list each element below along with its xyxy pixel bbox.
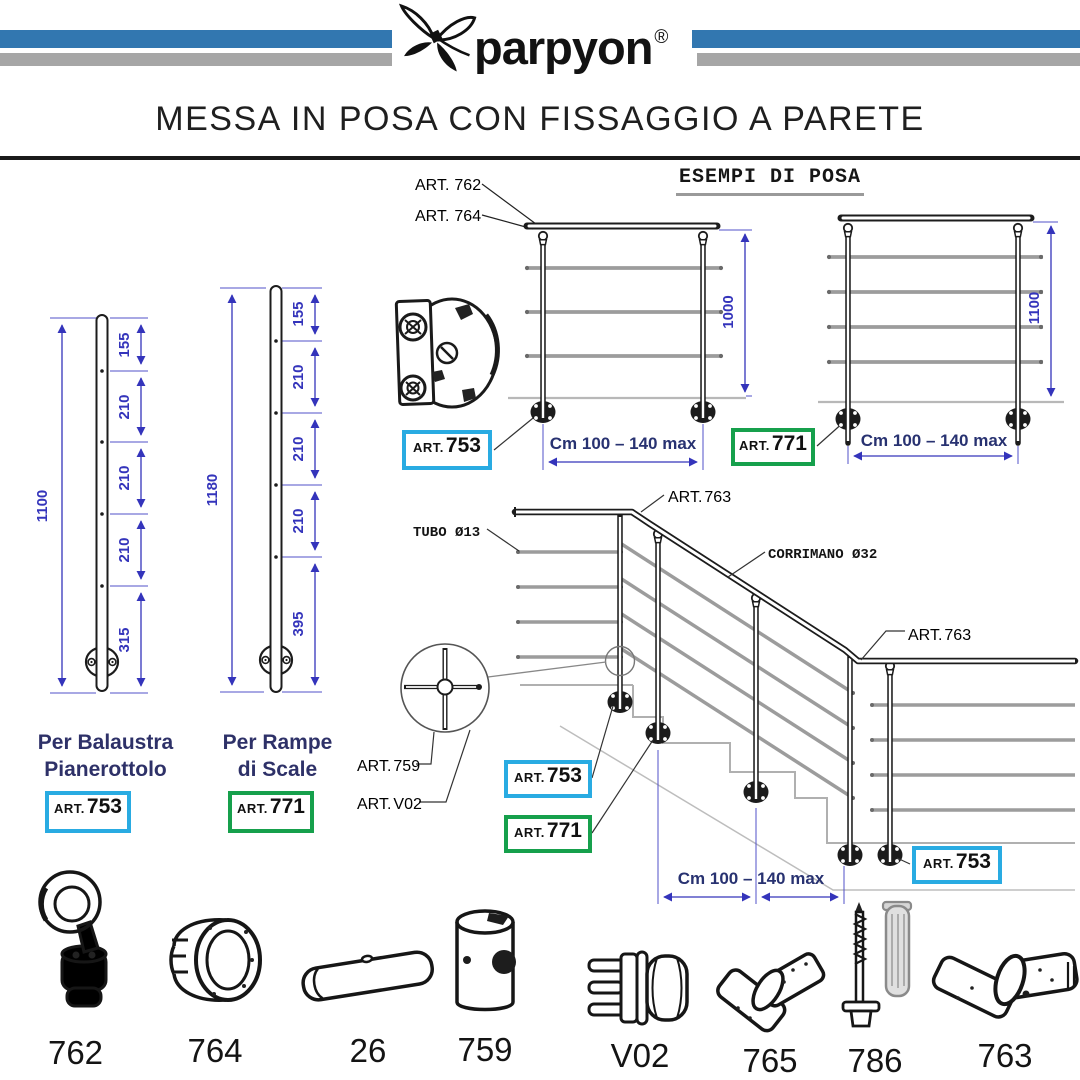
- technical-drawing: 1100 155 210 210 210 315: [34, 177, 1079, 904]
- span-label-stairs: Cm 100 – 140 max: [677, 869, 825, 888]
- balaustra-example-drawing: 1000: [493, 222, 752, 470]
- drilled-bushing-icon: [454, 909, 516, 1012]
- header-stripe-gray-right: [697, 53, 1080, 66]
- stair-steps-outline: [632, 685, 1075, 844]
- callout-art762-label: ART.762: [415, 177, 481, 194]
- artbox-771-post: ART.771: [228, 791, 314, 833]
- product-763: 763: [930, 928, 1080, 1075]
- product-764: 764: [150, 902, 280, 1070]
- butterfly-logo-icon: [398, 3, 477, 72]
- zoom-source-circle: [604, 645, 636, 677]
- wall-bracket-sketch: [394, 297, 500, 409]
- header-stripe-blue-left: [0, 30, 392, 48]
- callout-762-764: ART.762 ART.764: [415, 177, 537, 230]
- svg-text:210: 210: [290, 508, 307, 533]
- product-v02: V02: [585, 948, 695, 1075]
- svg-text:210: 210: [116, 465, 133, 490]
- examples-section-title: ESEMPI DI POSA: [676, 166, 864, 196]
- screw-and-wall-anchor-icon: [841, 900, 912, 1028]
- registered-mark: ®: [654, 27, 668, 49]
- articulated-joint-icon: [931, 951, 1079, 1019]
- svg-text:210: 210: [116, 537, 133, 562]
- span-label-rampe: Cm 100 – 140 max: [860, 431, 1008, 450]
- callout-art759-label: ART.759: [357, 758, 420, 775]
- angled-connector-icon: [715, 952, 825, 1033]
- balaustra-post-drawing: 1100 155 210 210 210 315: [34, 314, 148, 694]
- plug-connector-icon: [587, 950, 689, 1026]
- rampe-example-drawing: 1100: [816, 214, 1064, 464]
- staircase-drawing: ART.763 ART.763 TUBO Ø13 CORRIMANO Ø32 A…: [357, 489, 1079, 904]
- dim-total-right: 1180: [204, 474, 221, 507]
- svg-text:315: 315: [116, 627, 133, 652]
- dim-total-left: 1100: [34, 490, 51, 523]
- page-title: MESSA IN POSA CON FISSAGGIO A PARETE: [155, 100, 925, 138]
- tube-sleeve-icon: [301, 950, 434, 1002]
- post-tube: [95, 314, 109, 692]
- product-762: 762: [18, 862, 133, 1072]
- artbox-753-balaustra-example: ART.753: [402, 430, 492, 470]
- swivel-ring-fitting-icon: [37, 870, 107, 1008]
- magnifier-detail: [400, 643, 490, 733]
- artbox-771-rampe-example: ART.771: [731, 428, 815, 466]
- artbox-771-stairs: ART.771: [504, 815, 592, 853]
- product-765: 765: [710, 938, 830, 1080]
- slotted-end-cap-icon: [168, 918, 262, 1002]
- post-tube: [269, 285, 283, 693]
- svg-text:210: 210: [290, 364, 307, 389]
- product-759: 759: [420, 902, 550, 1069]
- svg-text:210: 210: [290, 436, 307, 461]
- dim-height-balaustra: 1000: [720, 295, 737, 328]
- artbox-753-stairs-lower: ART.753: [912, 846, 1002, 884]
- brand-wordmark: parpyon®: [474, 21, 668, 74]
- callout-art763-top-label: ART.763: [668, 489, 731, 506]
- svg-text:210: 210: [116, 394, 133, 419]
- rampe-post-drawing: 1180 155 210 210 210 395: [204, 285, 322, 693]
- header-stripe-blue-right: [692, 30, 1080, 48]
- svg-text:395: 395: [290, 611, 307, 636]
- tubo-label: TUBO Ø13: [413, 525, 480, 541]
- header-stripe-gray-left: [0, 53, 392, 66]
- artbox-753-post: ART.753: [45, 791, 131, 833]
- product-786: 786: [835, 898, 915, 1080]
- callout-art764-label: ART.764: [415, 208, 481, 225]
- svg-text:155: 155: [290, 301, 307, 326]
- callout-artv02-label: ART.V02: [357, 796, 422, 813]
- callout-art763-mid-label: ART.763: [908, 627, 971, 644]
- header-divider: [0, 156, 1080, 160]
- svg-text:155: 155: [116, 332, 133, 357]
- product-26: 26: [288, 928, 448, 1070]
- dim-height-rampe: 1100: [1026, 292, 1043, 325]
- corrimano-label: CORRIMANO Ø32: [768, 547, 877, 563]
- artbox-753-stairs: ART.753: [504, 760, 592, 798]
- span-label-balaustra: Cm 100 – 140 max: [549, 434, 697, 453]
